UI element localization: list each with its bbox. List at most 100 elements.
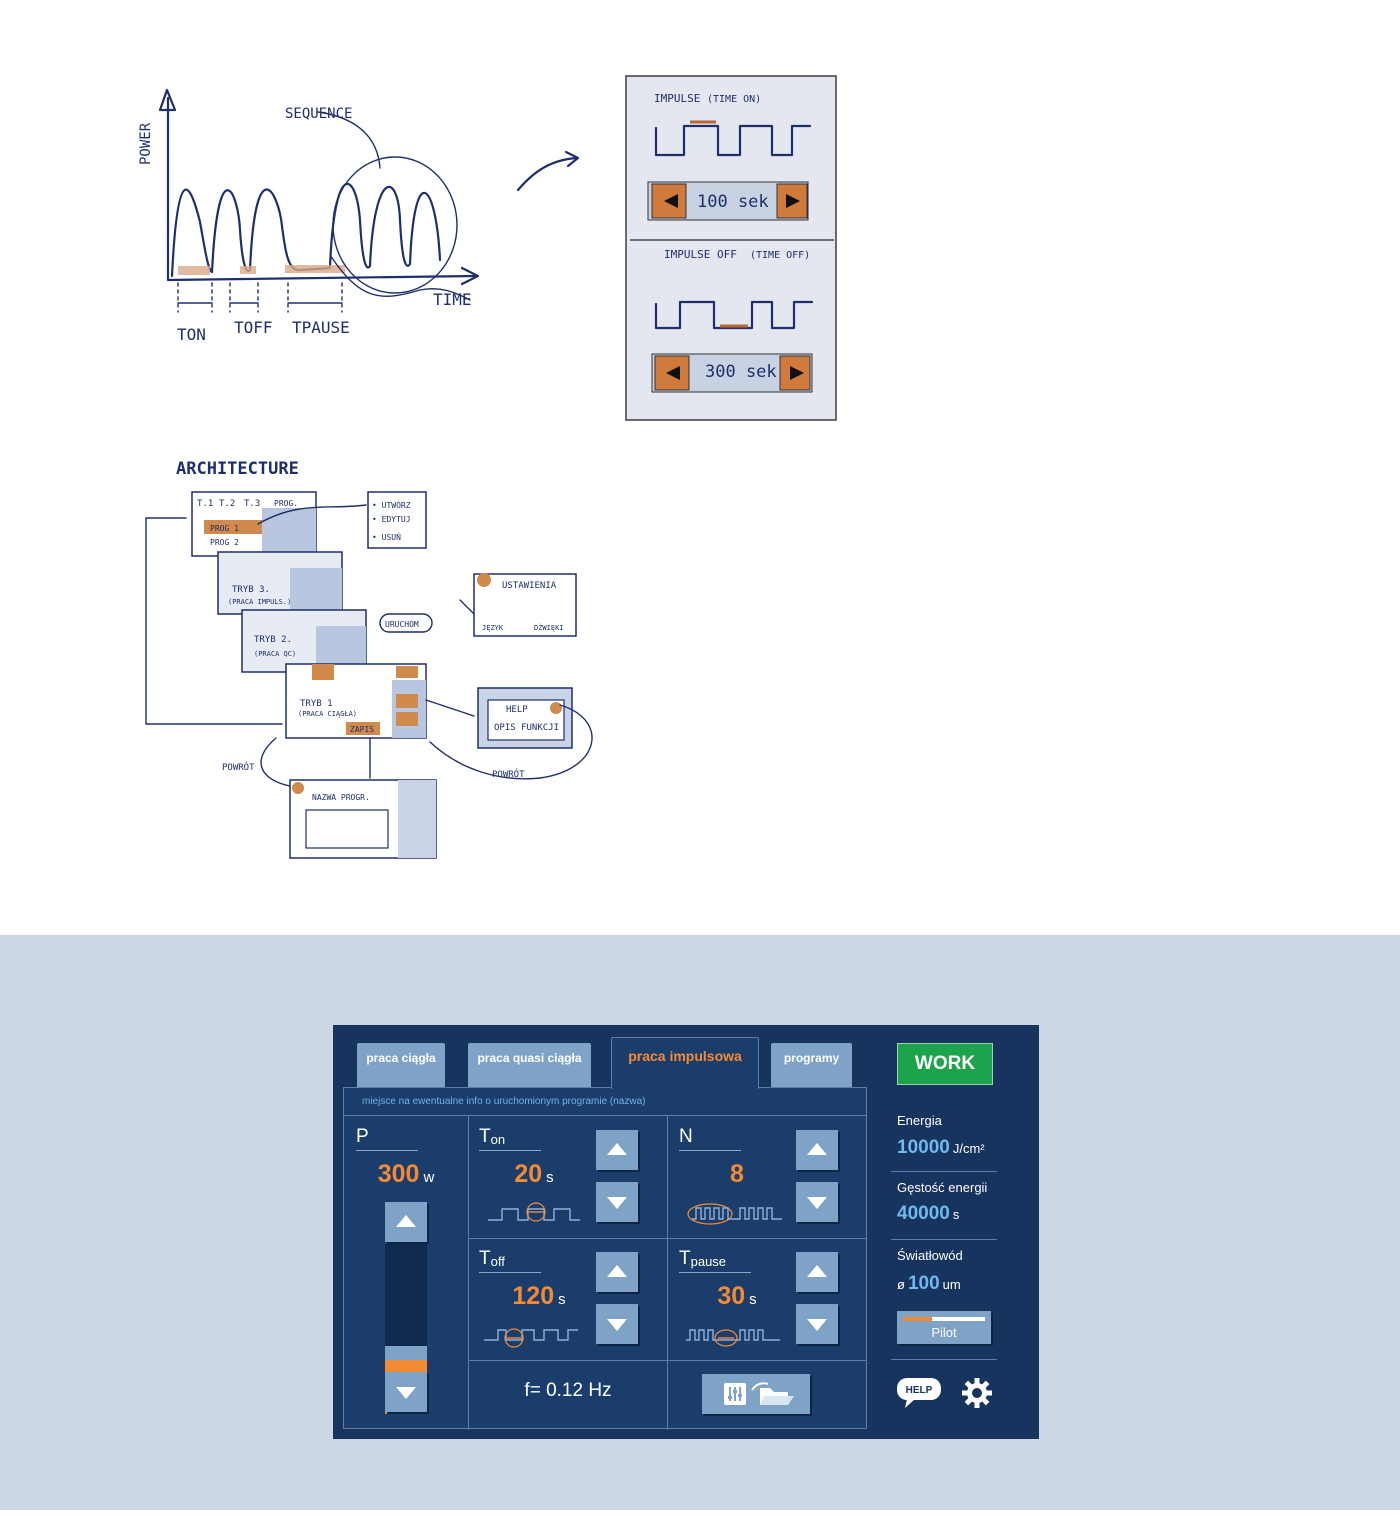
ton-wave-icon (488, 1202, 580, 1222)
arrow-up-icon (607, 1265, 627, 1277)
time-axis-label: TIME (433, 290, 472, 309)
powrot-left: POWRÓT (222, 761, 255, 773)
toff-label: TOFF (234, 318, 273, 337)
tab-praca-impulsowa[interactable]: praca impulsowa (611, 1037, 759, 1089)
tpause-value: 30 (717, 1282, 746, 1310)
impulse-on-title: IMPULSE (654, 92, 700, 105)
tryb3-sub: (PRACA IMPULS.) (228, 598, 291, 606)
pilot-level-bar (903, 1317, 985, 1321)
power-up-button[interactable] (385, 1202, 427, 1242)
tpause-down-button[interactable] (796, 1304, 838, 1344)
impulse-off-note: (TIME OFF) (750, 250, 810, 261)
tpause-wave-icon (686, 1329, 780, 1347)
impulse-card-sketch: IMPULSE (TIME ON) 100 sek IMPULSE OFF (T… (625, 75, 837, 421)
sliders-folder-icon (724, 1382, 794, 1405)
program-save-button[interactable] (702, 1374, 810, 1414)
n-up-button[interactable] (796, 1130, 838, 1170)
impulse-on-note: (TIME ON) (707, 94, 761, 105)
density-value: 40000 (897, 1203, 950, 1224)
impulse-off-value: 300 sek (705, 362, 777, 382)
n-label-text: N (679, 1126, 693, 1147)
tpause-unit: s (749, 1291, 757, 1308)
sidebar-divider (891, 1239, 997, 1240)
dzwieki-label: DŹWIĘKI (534, 623, 564, 632)
tryb3-label: TRYB 3. (232, 585, 270, 595)
ton-down-button[interactable] (596, 1182, 638, 1222)
toff-label-t: T (479, 1248, 491, 1269)
ton-label: Ton (479, 1126, 541, 1151)
arrow-down-icon (607, 1197, 627, 1209)
arrow-up-icon (807, 1143, 827, 1155)
menu-create: • UTWÓRZ (372, 499, 411, 510)
settings-button[interactable] (959, 1375, 995, 1411)
tryb1-label: TRYB 1 (300, 699, 333, 709)
zapis-label: ZAPIS (350, 725, 374, 734)
arrow-down-icon (807, 1197, 827, 1209)
n-value: 8 (730, 1160, 744, 1188)
n-down-button[interactable] (796, 1182, 838, 1222)
tpause-label: Tpause (679, 1248, 751, 1273)
toff-label: Toff (479, 1248, 541, 1273)
help-button[interactable]: HELP (895, 1375, 945, 1411)
energy-unit: J/cm² (952, 1141, 985, 1156)
tab-praca-ciagla[interactable]: praca ciągła (357, 1043, 445, 1087)
grid-line (667, 1116, 668, 1430)
grid-line (468, 1360, 866, 1361)
power-axis-label: POWER (138, 122, 154, 165)
opis-label: OPIS FUNKCJI (494, 723, 559, 733)
toff-wave-icon (484, 1328, 578, 1348)
power-down-button[interactable] (385, 1372, 427, 1412)
parameters-panel: miejsce na ewentualne info o uruchomiony… (343, 1087, 867, 1430)
tab-programy[interactable]: programy (771, 1043, 852, 1087)
frequency-readout: f= 0.12 Hz (524, 1380, 612, 1401)
gear-icon (962, 1378, 992, 1408)
density-unit: s (952, 1207, 960, 1222)
tryb2-sub: (PRACA QC) (254, 650, 296, 658)
tpause-up-button[interactable] (796, 1252, 838, 1292)
ton-label: TON (177, 325, 206, 344)
menu-edit: • EDYTUJ (372, 515, 411, 524)
tab-praca-quasi-ciagla[interactable]: praca quasi ciągła (468, 1043, 591, 1087)
ustawienia-label: USTAWIENIA (502, 581, 557, 591)
toff-up-button[interactable] (596, 1252, 638, 1292)
energy-value: 10000 (897, 1137, 950, 1158)
power-value: 300 (377, 1160, 420, 1188)
jezyk-label: JĘZYK (482, 624, 504, 632)
ton-label-t: T (479, 1126, 491, 1147)
arrow-up-icon (396, 1215, 416, 1227)
impulse-off-title: IMPULSE OFF (664, 248, 737, 261)
tpause-label: TPAUSE (292, 318, 350, 337)
arrow-down-icon (607, 1319, 627, 1331)
band-footer (0, 1510, 1400, 1516)
arrow-up-icon (607, 1143, 627, 1155)
architecture-sketch: ARCHITECTURE T.1 T.2 T.3 PROG. PROG 1 PR… (145, 459, 593, 859)
fiber-label: Światłowód (897, 1248, 963, 1263)
screen-tab-t2: T.2 (219, 499, 235, 509)
fiber-value: 100 (907, 1273, 940, 1294)
architecture-title: ARCHITECTURE (176, 459, 299, 479)
ton-value: 20 (514, 1160, 543, 1188)
grid-line (468, 1238, 866, 1239)
toff-down-button[interactable] (596, 1304, 638, 1344)
grid-line (468, 1116, 469, 1430)
sidebar-divider (891, 1359, 997, 1360)
work-button[interactable]: WORK (897, 1043, 993, 1085)
fiber-prefix: ø (897, 1277, 905, 1292)
help-button-label: HELP (906, 1385, 933, 1396)
ton-up-button[interactable] (596, 1130, 638, 1170)
n-wave-icon (687, 1203, 782, 1225)
screen-tab-prog: PROG. (274, 499, 298, 508)
prog2-item: PROG 2 (210, 538, 239, 547)
prog1-item: PROG 1 (210, 524, 239, 533)
program-info-text: miejsce na ewentualne info o uruchomiony… (344, 1088, 866, 1116)
toff-value: 120 (512, 1282, 555, 1310)
density-label: Gęstość energii (897, 1180, 988, 1195)
laser-device-ui: praca ciągła praca quasi ciągła praca im… (333, 1025, 1039, 1439)
arrow-down-icon (807, 1319, 827, 1331)
pilot-button[interactable]: Pilot (897, 1311, 991, 1344)
arrow-down-icon (396, 1387, 416, 1399)
power-slider-handle[interactable] (385, 1346, 427, 1360)
